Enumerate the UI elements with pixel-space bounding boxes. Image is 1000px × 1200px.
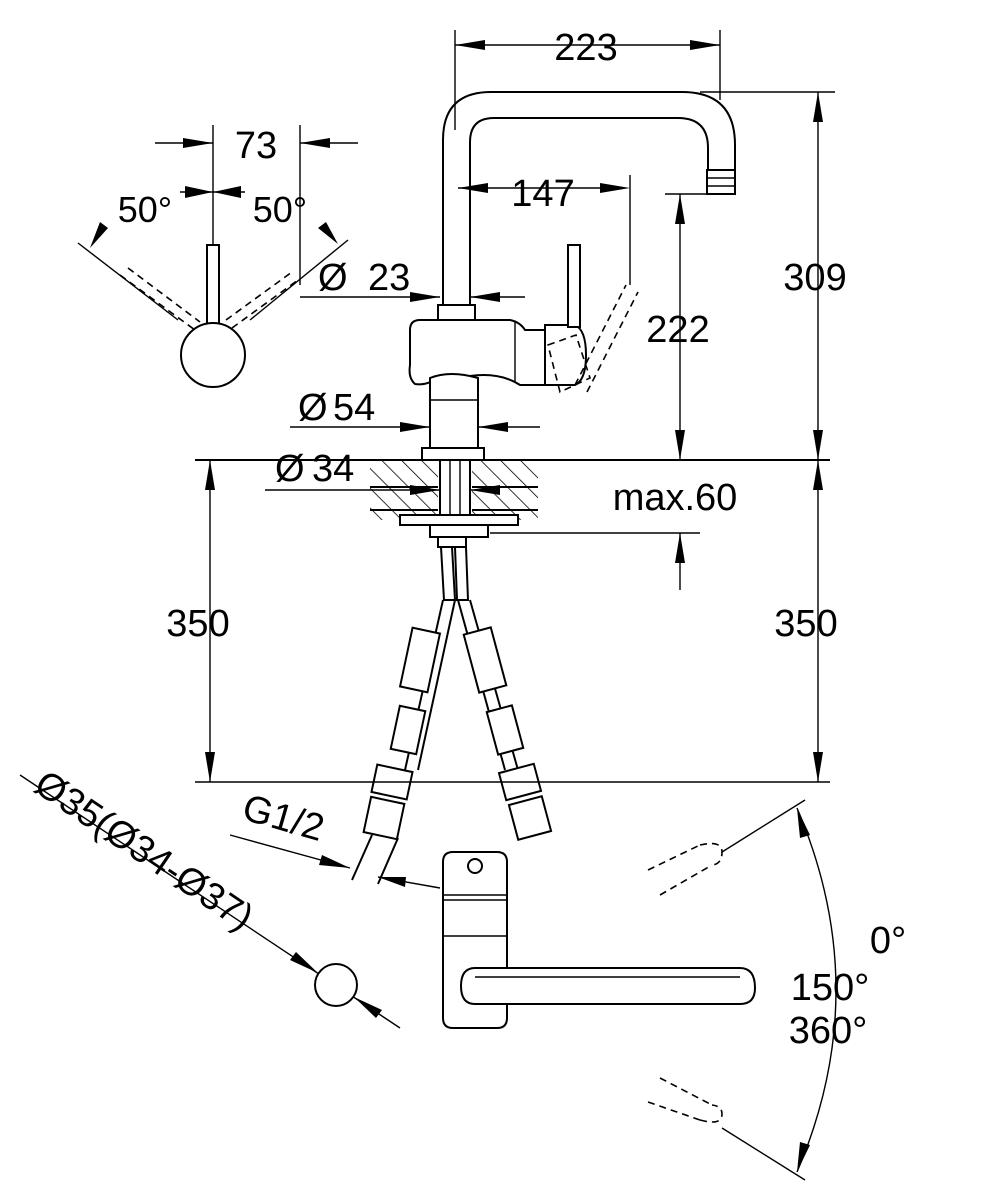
faucet-side-view <box>408 91 736 461</box>
dim-309-label: 309 <box>783 257 846 299</box>
dim-23-label: 23 <box>368 257 410 299</box>
lever-tilted-ghost <box>547 284 639 394</box>
faucet-shank <box>429 373 479 456</box>
top-view-spout <box>459 967 757 1005</box>
aerator <box>706 169 736 195</box>
rotation-0-label: 0° <box>870 920 906 962</box>
top-view-rotation <box>442 799 837 1181</box>
diameter-34-symbol: Ø <box>275 448 305 490</box>
lever-top-view <box>206 244 220 326</box>
dim-350-right-label: 350 <box>774 603 837 645</box>
countertop-section <box>195 459 830 548</box>
ghost-spout-upper <box>647 799 806 896</box>
hole-diameter-label: Ø35(Ø34-Ø37) <box>27 763 261 940</box>
supply-hoses <box>351 546 553 885</box>
lever-base-circle <box>180 322 246 388</box>
right-hose-fittings <box>462 626 553 842</box>
dim-223-label: 223 <box>554 27 617 69</box>
dimension-lines <box>195 30 835 889</box>
left-hose-fittings <box>362 626 442 841</box>
dim-73-label: 73 <box>235 125 277 167</box>
mounting-hole-circle <box>314 963 358 1007</box>
deck-max-label: max.60 <box>613 477 738 519</box>
dim-350-left-label: 350 <box>166 603 229 645</box>
mounting-washer <box>399 514 519 526</box>
faucet-body <box>408 319 546 386</box>
diameter-54-symbol: Ø <box>298 387 328 429</box>
hole-diameter-detail <box>19 774 401 1029</box>
diameter-23-symbol: Ø <box>318 257 348 299</box>
spout <box>442 91 736 306</box>
rotation-150-label: 150° <box>791 967 870 1009</box>
angle-left-label: 50° <box>118 189 172 230</box>
dim-147-label: 147 <box>511 173 574 215</box>
dim-34-label: 34 <box>312 448 354 490</box>
mounting-nut <box>429 524 489 538</box>
angle-right-label: 50° <box>253 189 307 230</box>
rotation-360-label: 360° <box>789 1010 868 1052</box>
dim-222-label: 222 <box>646 309 709 351</box>
dim-54-label: 54 <box>333 387 375 429</box>
lever-handle <box>567 244 581 328</box>
ghost-spout-lower <box>647 1077 806 1181</box>
lever-angle-detail <box>77 125 358 388</box>
